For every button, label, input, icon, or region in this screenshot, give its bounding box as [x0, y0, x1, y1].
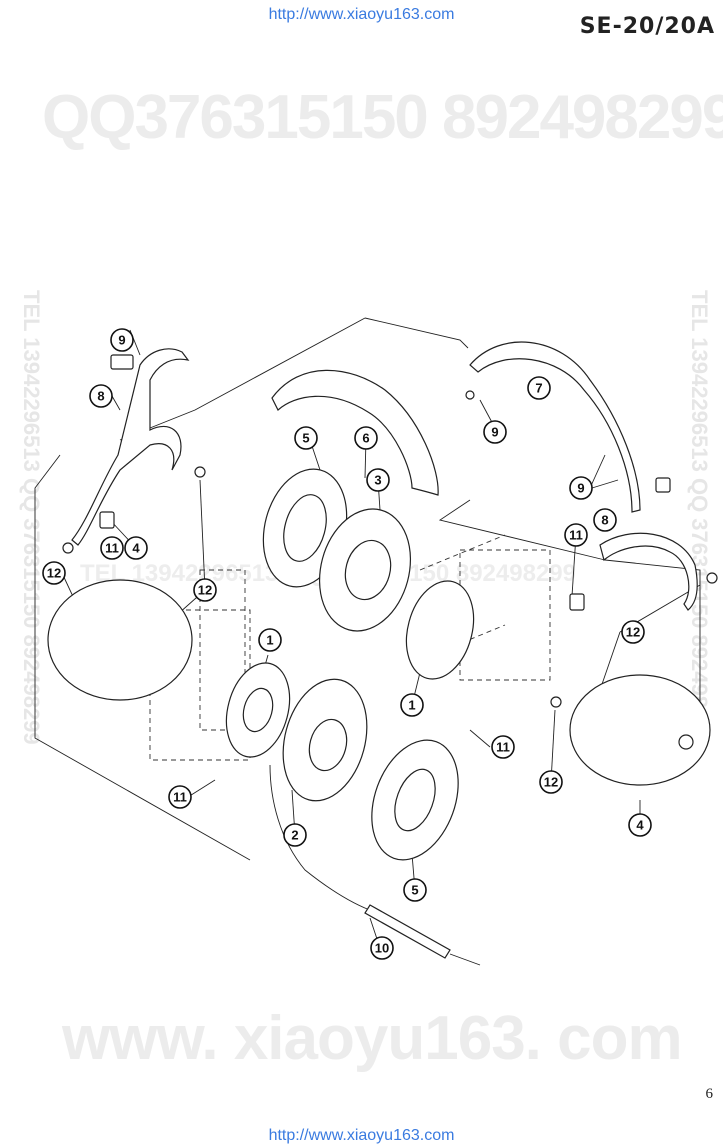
ear-pad-upper-hole: [283, 494, 327, 562]
callout-7: 7: [527, 376, 551, 400]
model-number: SE-20/20A: [579, 14, 715, 39]
callout-10: 10: [370, 936, 394, 960]
callout-12a: 12: [42, 561, 66, 585]
svg-text:9: 9: [491, 425, 498, 440]
svg-text:5: 5: [302, 431, 309, 446]
callout-3: 3: [366, 468, 390, 492]
callout-9b: 9: [483, 420, 507, 444]
svg-text:12: 12: [47, 566, 61, 581]
callout-9a: 9: [110, 328, 134, 352]
svg-text:4: 4: [636, 818, 644, 833]
svg-text:11: 11: [496, 740, 510, 755]
svg-text:9: 9: [577, 481, 584, 496]
header-url[interactable]: http://www.xiaoyu163.com: [268, 6, 455, 23]
svg-text:8: 8: [601, 513, 608, 528]
callout-4a: 4: [124, 536, 148, 560]
yoke-right: [599, 532, 698, 611]
screw-left-upper: [194, 466, 206, 478]
callout-5b: 5: [403, 878, 427, 902]
svg-text:10: 10: [375, 941, 389, 956]
footer-url[interactable]: http://www.xiaoyu163.com: [268, 1127, 455, 1144]
svg-text:1: 1: [266, 633, 273, 648]
screw-left: [62, 542, 74, 554]
plug: [364, 904, 451, 959]
bracket-right: [569, 593, 585, 611]
callout-11a: 11: [100, 536, 124, 560]
callout-12b: 12: [193, 578, 217, 602]
svg-text:1: 1: [408, 698, 415, 713]
callout-5a: 5: [294, 426, 318, 450]
callout-12d: 12: [539, 770, 563, 794]
svg-text:11: 11: [173, 790, 187, 805]
clip-left: [110, 354, 134, 370]
housing-badge: [678, 734, 694, 750]
page-number: 6: [705, 1086, 714, 1102]
svg-text:6: 6: [362, 431, 369, 446]
driver-upper: [344, 539, 392, 601]
callout-11d: 11: [491, 735, 515, 759]
callout-9c: 9: [569, 476, 593, 500]
svg-text:9: 9: [118, 333, 125, 348]
callout-12c: 12: [621, 620, 645, 644]
callout-6: 6: [354, 426, 378, 450]
housing-left: [47, 579, 193, 701]
headband-pad: [271, 369, 439, 496]
svg-text:12: 12: [198, 583, 212, 598]
callout-4b: 4: [628, 813, 652, 837]
callout-1a: 1: [258, 628, 282, 652]
callout-8b: 8: [593, 508, 617, 532]
callout-11b: 11: [564, 523, 588, 547]
ear-pad-lower-hole: [394, 768, 436, 832]
svg-text:8: 8: [97, 389, 104, 404]
driver-lower-cone: [242, 687, 274, 733]
housing-right: [569, 674, 711, 786]
bracket-left: [99, 511, 115, 529]
callout-2: 2: [283, 823, 307, 847]
svg-text:5: 5: [411, 883, 418, 898]
svg-text:4: 4: [132, 541, 140, 556]
baffle-lower-center: [308, 718, 348, 772]
svg-text:11: 11: [105, 541, 119, 556]
svg-text:3: 3: [374, 473, 381, 488]
headband-frame-right: [469, 341, 641, 513]
screw-right: [706, 572, 718, 584]
cord: [269, 764, 376, 913]
screw-right-lower: [550, 696, 562, 708]
watermark-site: www. xiaoyu163. com: [62, 1004, 683, 1073]
svg-text:2: 2: [291, 828, 298, 843]
svg-text:7: 7: [535, 381, 542, 396]
callout-11c: 11: [168, 785, 192, 809]
svg-text:11: 11: [569, 528, 583, 543]
screw-top: [465, 390, 475, 400]
watermark-qq: QQ376315150 892498299: [42, 83, 723, 152]
svg-text:12: 12: [544, 775, 558, 790]
callout-8a: 8: [89, 384, 113, 408]
svg-text:12: 12: [626, 625, 640, 640]
clip-right: [655, 477, 671, 493]
plug-tip: [449, 953, 481, 966]
headband-frame-left: [71, 348, 190, 546]
callout-1b: 1: [400, 693, 424, 717]
driver-right: [405, 580, 475, 680]
